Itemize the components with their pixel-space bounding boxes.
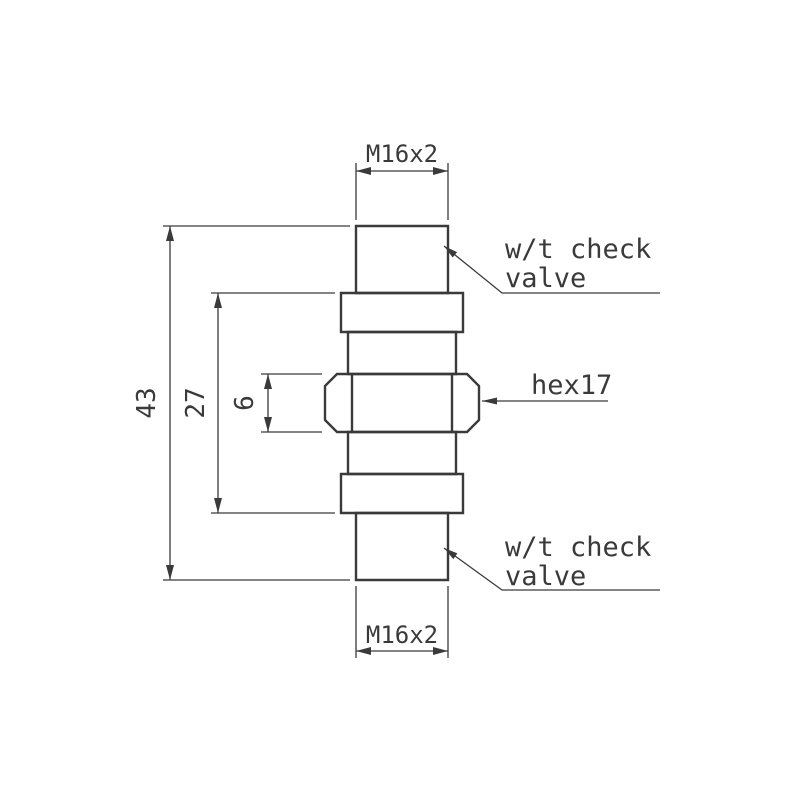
leader-label-hex: hex17 (531, 370, 612, 401)
arrowhead-right (433, 647, 448, 655)
bottom-stud-outline (354, 511, 450, 582)
leader-line (443, 245, 660, 294)
arrowhead-up (166, 226, 174, 241)
leader-check-valve-bottom: w/t check valve (443, 532, 660, 592)
dim-body-length: 27 (181, 292, 335, 514)
dim-label-overall: 43 (132, 387, 162, 418)
leader-label-line2: valve (505, 263, 586, 294)
dim-thread-top: M16x2 (355, 140, 449, 220)
arrowhead-left (356, 167, 371, 175)
leader-line (443, 547, 660, 591)
arrowhead-down (166, 565, 174, 580)
leader-label-line1: w/t check (505, 234, 651, 265)
dim-hex-height: 6 (230, 373, 322, 433)
upper-neck-outline (346, 330, 458, 376)
dim-label-body: 27 (181, 387, 211, 418)
upper-collar-outline (339, 291, 465, 334)
arrowhead-down (264, 417, 272, 432)
lower-neck-outline (346, 430, 458, 476)
arrowhead-up (264, 374, 272, 389)
dim-label-hex-height: 6 (230, 395, 260, 411)
dim-label-thread-top: M16x2 (366, 140, 438, 168)
arrowhead-leader (444, 548, 458, 560)
dim-overall-length: 43 (132, 225, 350, 581)
arrowhead-leader (482, 397, 497, 405)
hex-nut-outline (323, 372, 481, 434)
arrowhead-leader (444, 246, 458, 258)
dim-thread-bottom: M16x2 (355, 586, 449, 658)
part-outline (323, 224, 481, 582)
top-stud-outline (354, 224, 450, 295)
leader-label-line1: w/t check (505, 532, 651, 563)
leader-label-line2: valve (505, 561, 586, 592)
arrowhead-left (356, 647, 371, 655)
leader-check-valve-top: w/t check valve (443, 234, 660, 294)
arrowhead-up (214, 293, 222, 308)
lower-collar-outline (339, 472, 465, 515)
arrowhead-right (433, 167, 448, 175)
dim-label-thread-bottom: M16x2 (366, 621, 438, 649)
leader-hex-size: hex17 (482, 370, 612, 405)
arrowhead-down (214, 498, 222, 513)
